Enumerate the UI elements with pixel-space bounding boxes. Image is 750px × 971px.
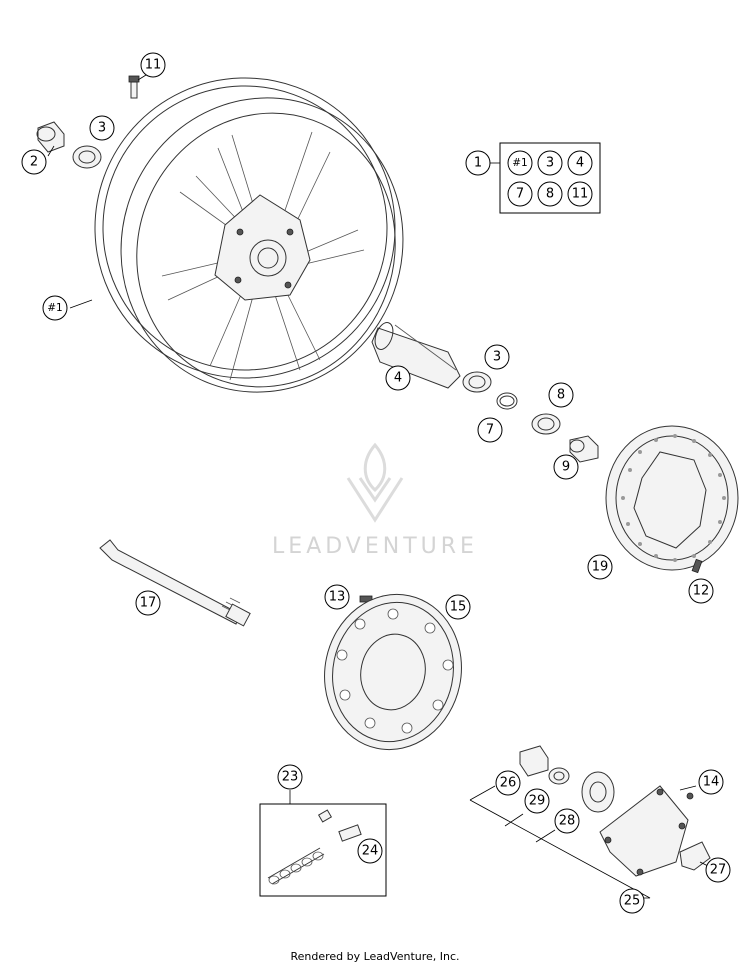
callout-3-bearing: 3 [89, 115, 115, 141]
svg-text:15: 15 [450, 600, 467, 615]
svg-text:17: 17 [140, 596, 157, 611]
callout-25: 25 [619, 888, 645, 914]
callout-26: 26 [495, 770, 521, 796]
spacer-9 [569, 435, 599, 463]
flame-logo-icon [346, 442, 404, 523]
callout-4-tube: 4 [385, 365, 411, 391]
brake-disc [605, 425, 739, 571]
svg-text:29: 29 [529, 794, 546, 809]
svg-text:12: 12 [693, 584, 710, 599]
svg-text:2: 2 [30, 155, 38, 170]
callout-9-spacer: 9 [553, 454, 579, 480]
callout-11-valve: 11 [140, 52, 166, 78]
svg-text:#1: #1 [47, 302, 62, 314]
circlip [496, 392, 518, 410]
svg-text:8: 8 [546, 187, 554, 202]
bearing-3b [462, 371, 492, 393]
kit-callout-11: 11 [567, 181, 593, 207]
callout-8-seal: 8 [548, 382, 574, 408]
svg-text:3: 3 [98, 121, 106, 136]
svg-text:3: 3 [493, 350, 501, 365]
axle [99, 539, 251, 627]
wheel-rim [94, 77, 404, 393]
svg-text:7: 7 [486, 423, 494, 438]
kit-callout-7: 7 [507, 181, 533, 207]
callout-29: 29 [524, 788, 550, 814]
callout-h1-wheel: #1 [42, 295, 68, 321]
svg-text:8: 8 [557, 388, 565, 403]
callout-12-screw: 12 [688, 578, 714, 604]
footer-credit: Rendered by LeadVenture, Inc. [290, 950, 460, 963]
kit-callout-3: 3 [537, 150, 563, 176]
kit-callout-8: 8 [537, 181, 563, 207]
callout-24-link: 24 [357, 838, 383, 864]
distance-tube [371, 322, 461, 389]
leadventure-watermark: LEADVENTURE [272, 442, 478, 559]
svg-text:14: 14 [703, 775, 720, 790]
callout-7-circlip: 7 [477, 417, 503, 443]
svg-text:3: 3 [546, 156, 554, 171]
screw-12 [691, 558, 703, 574]
svg-text:11: 11 [572, 187, 589, 202]
callout-2-spacer: 2 [21, 149, 47, 175]
callout-27: 27 [705, 857, 731, 883]
callout-14: 14 [698, 769, 724, 795]
svg-text:19: 19 [592, 560, 609, 575]
spacer-2 [36, 121, 65, 153]
svg-text:11: 11 [145, 58, 162, 73]
svg-text:4: 4 [576, 156, 584, 171]
callout-28: 28 [554, 808, 580, 834]
callout-19-disc: 19 [587, 554, 613, 580]
callout-17-axle: 17 [135, 590, 161, 616]
callout-13-screw: 13 [324, 584, 350, 610]
valve [128, 75, 140, 99]
svg-text:13: 13 [329, 590, 346, 605]
callout-23-chain: 23 [277, 764, 303, 790]
svg-text:25: 25 [624, 894, 641, 909]
svg-text:27: 27 [710, 863, 727, 878]
svg-text:9: 9 [562, 460, 570, 475]
svg-text:7: 7 [516, 187, 524, 202]
callout-15-sprocket: 15 [445, 594, 471, 620]
svg-text:1: 1 [474, 156, 482, 171]
kit-callout-h1: #1 [507, 150, 533, 176]
shaft-seal [531, 413, 561, 435]
svg-text:4: 4 [394, 371, 402, 386]
svg-text:28: 28 [559, 814, 576, 829]
svg-text:26: 26 [500, 776, 517, 791]
sprocket [324, 593, 462, 751]
callout-1-kit: 1 [465, 150, 491, 176]
svg-text:#1: #1 [512, 157, 527, 169]
svg-text:23: 23 [282, 770, 299, 785]
bearing-3a [72, 145, 102, 169]
watermark-text: LEADVENTURE [272, 534, 478, 559]
callout-3-bearing-b: 3 [484, 344, 510, 370]
svg-text:24: 24 [362, 844, 379, 859]
kit-callout-4: 4 [567, 150, 593, 176]
sprocket-carrier [469, 745, 711, 899]
